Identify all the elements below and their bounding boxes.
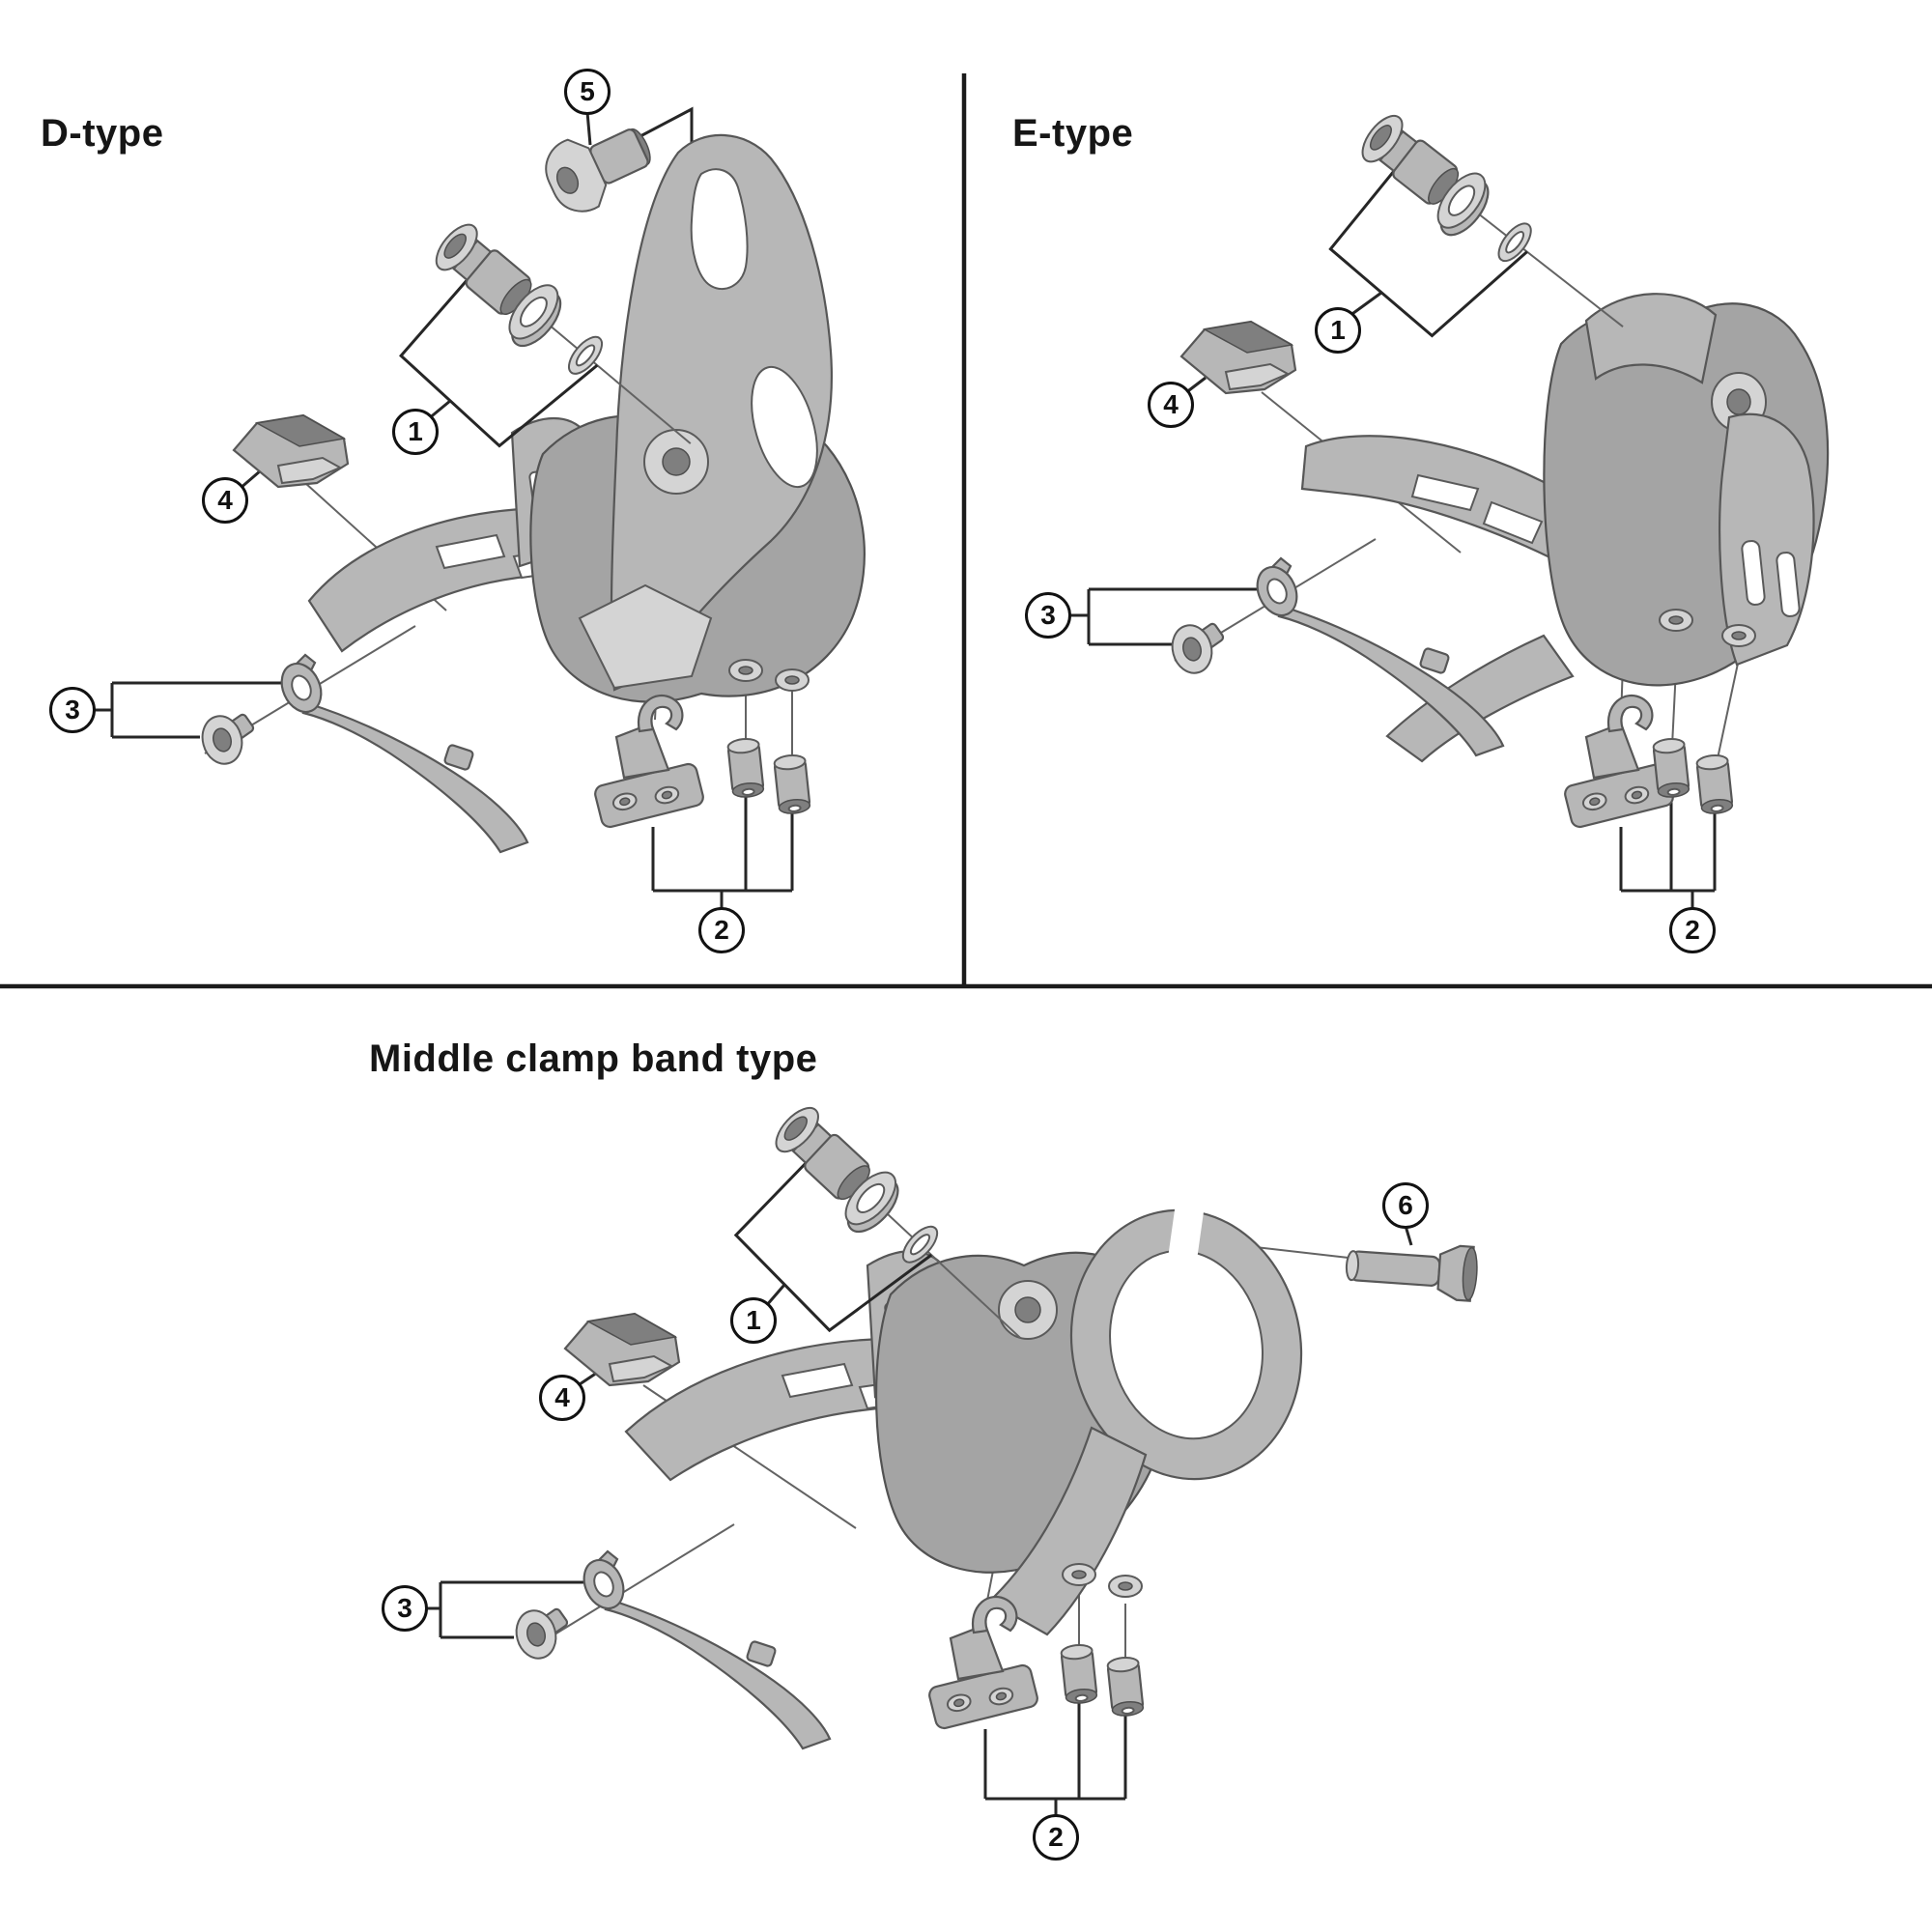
middle-clamp-band-diagram [425, 1095, 1478, 1816]
callout-e-type-4: 4 [1148, 382, 1194, 428]
spacer-cylinder-part-2 [772, 753, 812, 816]
cable-hook-part-2 [592, 694, 706, 831]
callout-middle-6: 6 [1382, 1182, 1429, 1229]
backup-plate-arm-part-3 [272, 653, 529, 854]
e-type-diagram [1068, 103, 1830, 909]
callout-e-type-2: 2 [1669, 907, 1716, 953]
callout-middle-4: 4 [539, 1375, 585, 1421]
fixing-screw-part-3 [196, 710, 256, 770]
callout-d-type-3: 3 [49, 687, 96, 733]
clamp-band-tail [987, 1426, 1148, 1636]
spacer-cylinder-part-2 [1105, 1655, 1146, 1719]
clamp-band-split [1165, 1194, 1206, 1283]
section-title-d-type: D-type [41, 112, 164, 155]
spacer-cylinder-part-2 [725, 736, 766, 800]
callout-middle-2: 2 [1033, 1814, 1079, 1861]
spacer-cylinder-part-2 [1694, 753, 1735, 816]
callout-d-type-2: 2 [698, 907, 745, 953]
backup-plate-arm-part-3 [575, 1549, 832, 1750]
fixing-screw-part-3 [1166, 619, 1226, 679]
mount-bolt-part-5 [545, 128, 651, 213]
section-title-middle-clamp-band: Middle clamp band type [369, 1037, 818, 1080]
callout-e-type-1: 1 [1315, 307, 1361, 354]
d-type-derailleur-body [307, 133, 866, 703]
callout-d-type-5: 5 [564, 69, 611, 115]
cable-guide-part-4 [232, 413, 350, 489]
callout-middle-1: 1 [730, 1297, 777, 1344]
cable-guide-part-4 [563, 1312, 681, 1387]
section-title-e-type: E-type [1012, 112, 1134, 155]
spacer-cylinder-part-2 [1059, 1642, 1099, 1706]
backup-plate-arm-part-3 [1248, 556, 1505, 757]
callout-middle-3: 3 [382, 1585, 428, 1632]
d-mount-plate [610, 133, 833, 692]
spacer-cylinder-part-2 [1651, 736, 1691, 800]
d-type-diagram [93, 106, 866, 909]
clamp-band [1069, 1208, 1303, 1481]
callout-e-type-3: 3 [1025, 592, 1071, 639]
fixing-screw-part-3 [510, 1605, 570, 1664]
callout-d-type-4: 4 [202, 477, 248, 524]
middle-clamp-derailleur-body [624, 1194, 1303, 1636]
e-type-derailleur-body [1300, 293, 1830, 763]
clamp-bolt-part-6 [1345, 1244, 1478, 1302]
callout-d-type-1: 1 [392, 409, 439, 455]
